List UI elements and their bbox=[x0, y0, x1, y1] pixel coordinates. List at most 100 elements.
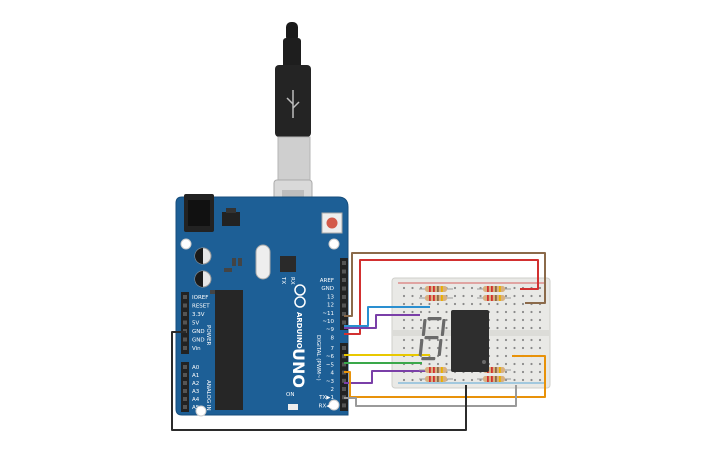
breadboard-hole[interactable] bbox=[530, 338, 533, 342]
breadboard-hole[interactable] bbox=[513, 326, 516, 330]
breadboard-hole[interactable] bbox=[538, 362, 542, 366]
breadboard-hole[interactable] bbox=[530, 318, 533, 322]
header-pin[interactable] bbox=[183, 295, 187, 299]
header-pin[interactable] bbox=[183, 303, 187, 308]
breadboard-hole[interactable] bbox=[428, 362, 431, 366]
breadboard-hole[interactable] bbox=[428, 338, 431, 342]
breadboard-hole[interactable] bbox=[538, 310, 542, 314]
breadboard-hole[interactable] bbox=[538, 326, 542, 330]
breadboard-hole[interactable] bbox=[436, 326, 440, 330]
reset-button[interactable] bbox=[321, 212, 343, 234]
breadboard-hole[interactable] bbox=[419, 318, 423, 322]
breadboard-hole[interactable] bbox=[538, 286, 542, 290]
breadboard-hole[interactable] bbox=[513, 310, 516, 314]
header-pin[interactable] bbox=[183, 320, 187, 325]
breadboard-hole[interactable] bbox=[521, 294, 525, 298]
breadboard-hole[interactable] bbox=[521, 338, 525, 342]
header-pin[interactable] bbox=[342, 269, 346, 274]
breadboard-hole[interactable] bbox=[445, 310, 448, 314]
breadboard-hole[interactable] bbox=[445, 318, 448, 322]
breadboard-hole[interactable] bbox=[479, 294, 482, 298]
breadboard-hole[interactable] bbox=[504, 338, 508, 342]
header-pin[interactable] bbox=[342, 295, 346, 299]
breadboard-hole[interactable] bbox=[504, 294, 508, 298]
breadboard-hole[interactable] bbox=[470, 286, 474, 290]
breadboard-hole[interactable] bbox=[504, 318, 508, 322]
breadboard-hole[interactable] bbox=[538, 378, 542, 382]
breadboard-hole[interactable] bbox=[504, 354, 508, 358]
header-pin[interactable] bbox=[342, 362, 346, 367]
breadboard-hole[interactable] bbox=[479, 302, 482, 306]
breadboard-hole[interactable] bbox=[419, 302, 423, 306]
breadboard-hole[interactable] bbox=[496, 362, 499, 366]
breadboard-hole[interactable] bbox=[445, 338, 448, 342]
header-pin[interactable] bbox=[183, 373, 187, 377]
breadboard-hole[interactable] bbox=[411, 302, 414, 306]
header-pin[interactable] bbox=[342, 346, 346, 350]
breadboard-hole[interactable] bbox=[504, 346, 508, 350]
breadboard-hole[interactable] bbox=[521, 310, 525, 314]
breadboard-hole[interactable] bbox=[513, 346, 516, 350]
breadboard-hole[interactable] bbox=[496, 326, 499, 330]
breadboard-hole[interactable] bbox=[496, 338, 499, 342]
breadboard-hole[interactable] bbox=[496, 346, 499, 350]
breadboard-hole[interactable] bbox=[462, 294, 465, 298]
breadboard-hole[interactable] bbox=[453, 378, 457, 382]
breadboard-hole[interactable] bbox=[453, 286, 457, 290]
breadboard-hole[interactable] bbox=[470, 302, 474, 306]
breadboard-hole[interactable] bbox=[445, 326, 448, 330]
breadboard-hole[interactable] bbox=[402, 310, 406, 314]
breadboard-hole[interactable] bbox=[530, 294, 533, 298]
breadboard-hole[interactable] bbox=[428, 346, 431, 350]
breadboard-hole[interactable] bbox=[402, 338, 406, 342]
breadboard-hole[interactable] bbox=[513, 370, 516, 374]
breadboard-hole[interactable] bbox=[411, 286, 414, 290]
breadboard-hole[interactable] bbox=[530, 370, 533, 374]
breadboard-hole[interactable] bbox=[538, 318, 542, 322]
header-pin[interactable] bbox=[342, 403, 346, 408]
breadboard-hole[interactable] bbox=[436, 310, 440, 314]
breadboard-hole[interactable] bbox=[470, 294, 474, 298]
breadboard-hole[interactable] bbox=[487, 302, 491, 306]
breadboard-hole[interactable] bbox=[504, 310, 508, 314]
breadboard-hole[interactable] bbox=[411, 318, 414, 322]
header-pin[interactable] bbox=[342, 354, 346, 359]
breadboard-hole[interactable] bbox=[504, 362, 508, 366]
breadboard-hole[interactable] bbox=[402, 318, 406, 322]
breadboard-hole[interactable] bbox=[411, 346, 414, 350]
breadboard-hole[interactable] bbox=[428, 326, 431, 330]
breadboard-hole[interactable] bbox=[513, 286, 516, 290]
breadboard-hole[interactable] bbox=[453, 302, 457, 306]
header-pin[interactable] bbox=[342, 278, 346, 282]
breadboard-hole[interactable] bbox=[530, 346, 533, 350]
breadboard-hole[interactable] bbox=[419, 294, 423, 298]
breadboard-hole[interactable] bbox=[445, 362, 448, 366]
breadboard-hole[interactable] bbox=[419, 326, 423, 330]
breadboard-hole[interactable] bbox=[513, 318, 516, 322]
header-pin[interactable] bbox=[342, 286, 346, 291]
breadboard-hole[interactable] bbox=[411, 310, 414, 314]
breadboard-hole[interactable] bbox=[530, 362, 533, 366]
header-pin[interactable] bbox=[342, 378, 346, 383]
breadboard-hole[interactable] bbox=[538, 370, 542, 374]
breadboard-hole[interactable] bbox=[402, 302, 406, 306]
header-pin[interactable] bbox=[342, 320, 346, 325]
breadboard-hole[interactable] bbox=[402, 346, 406, 350]
breadboard-hole[interactable] bbox=[445, 354, 448, 358]
breadboard-hole[interactable] bbox=[521, 326, 525, 330]
breadboard-hole[interactable] bbox=[411, 326, 414, 330]
breadboard-hole[interactable] bbox=[538, 294, 542, 298]
header-pin[interactable] bbox=[183, 312, 187, 316]
breadboard-hole[interactable] bbox=[521, 346, 525, 350]
breadboard-hole[interactable] bbox=[530, 326, 533, 330]
breadboard-hole[interactable] bbox=[521, 378, 525, 382]
breadboard-hole[interactable] bbox=[513, 338, 516, 342]
header-pin[interactable] bbox=[183, 365, 187, 369]
breadboard-hole[interactable] bbox=[436, 362, 440, 366]
breadboard-hole[interactable] bbox=[504, 326, 508, 330]
header-pin[interactable] bbox=[342, 261, 346, 265]
breadboard-hole[interactable] bbox=[538, 346, 542, 350]
header-pin[interactable] bbox=[183, 381, 187, 385]
breadboard-hole[interactable] bbox=[402, 378, 406, 382]
breadboard-hole[interactable] bbox=[513, 294, 516, 298]
